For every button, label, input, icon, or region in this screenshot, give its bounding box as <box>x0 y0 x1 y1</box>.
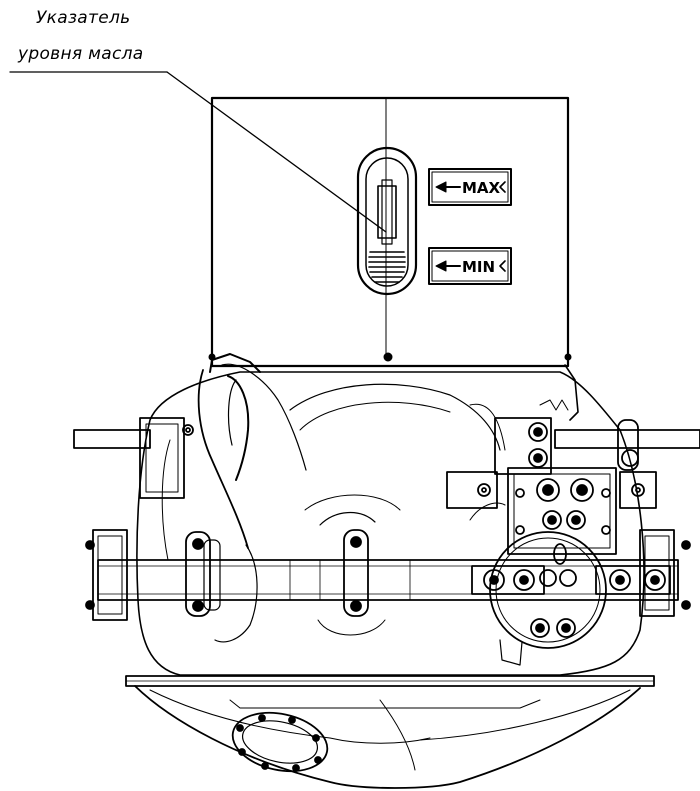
rail-clamp-left <box>185 531 221 617</box>
oil-tank <box>208 96 572 368</box>
callout-label-line2: уровня масла <box>18 44 144 64</box>
right-wheel-assembly <box>471 529 691 649</box>
callout-leader <box>9 71 387 233</box>
rail-clamp-center <box>343 529 369 617</box>
horizontal-rail <box>97 559 679 601</box>
max-label: MAX <box>462 179 501 197</box>
oil-level-sight-glass <box>356 146 418 296</box>
right-mounting-block <box>446 417 700 555</box>
gearbox-housing <box>136 353 645 676</box>
min-label: MIN <box>462 258 495 276</box>
left-bracket <box>73 417 194 621</box>
oil-pan <box>125 675 655 789</box>
max-level-plate: MAX <box>428 168 512 206</box>
min-level-plate: MIN <box>428 247 512 285</box>
drain-cover <box>231 711 329 773</box>
callout-label-line1: Указатель <box>36 8 131 28</box>
